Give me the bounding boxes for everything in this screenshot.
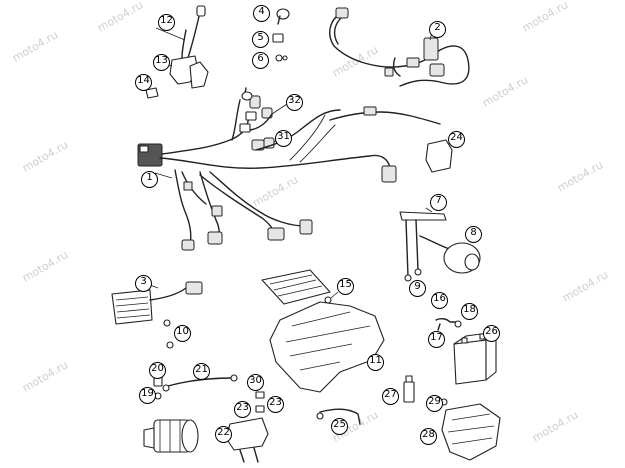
callout-25: 25	[331, 418, 348, 435]
callout-24: 24	[448, 131, 465, 148]
part-28-29-rear-cover	[440, 398, 501, 461]
callout-9: 9	[409, 280, 426, 297]
callout-23b: 23	[267, 396, 284, 413]
part-16-17-18-terminals	[435, 317, 462, 331]
part-12-13-14-switch	[145, 5, 209, 99]
callout-1: 1	[141, 171, 158, 188]
part-25-cable	[316, 408, 361, 425]
callout-16: 16	[431, 292, 448, 309]
part-7-8-9-horn-bracket	[399, 207, 481, 282]
callout-6: 6	[252, 52, 269, 69]
part-26-battery	[453, 331, 497, 385]
callout-17: 17	[428, 331, 445, 348]
part-15-ecu	[261, 269, 339, 305]
callout-29: 29	[426, 395, 443, 412]
callout-27: 27	[382, 388, 399, 405]
callout-23a: 23	[234, 401, 251, 418]
callout-13: 13	[153, 54, 170, 71]
callout-31: 31	[275, 130, 292, 147]
callout-7: 7	[430, 194, 447, 211]
starter-motor	[143, 419, 199, 453]
callout-26: 26	[483, 325, 500, 342]
callout-18: 18	[461, 303, 478, 320]
callout-4: 4	[253, 5, 270, 22]
callout-5: 5	[252, 31, 269, 48]
part-1-main-harness	[137, 87, 441, 251]
callout-15: 15	[337, 278, 354, 295]
part-27-fuse	[403, 375, 415, 403]
callout-28: 28	[420, 428, 437, 445]
callout-12: 12	[158, 14, 175, 31]
part-2-sub-harness	[329, 7, 470, 87]
callout-19: 19	[139, 387, 156, 404]
callout-3: 3	[135, 275, 152, 292]
callout-14: 14	[135, 74, 152, 91]
callout-8: 8	[465, 226, 482, 243]
callout-10: 10	[174, 325, 191, 342]
callout-11: 11	[367, 354, 384, 371]
callout-22: 22	[215, 426, 232, 443]
callout-21: 21	[193, 363, 210, 380]
callout-30: 30	[247, 374, 264, 391]
part-11-battery-tray	[269, 301, 385, 393]
callout-32: 32	[286, 94, 303, 111]
part-19-20-21-starter-cable	[153, 374, 238, 400]
callout-20: 20	[149, 362, 166, 379]
callout-2: 2	[429, 21, 446, 38]
part-4-5-6-clips	[272, 8, 290, 62]
